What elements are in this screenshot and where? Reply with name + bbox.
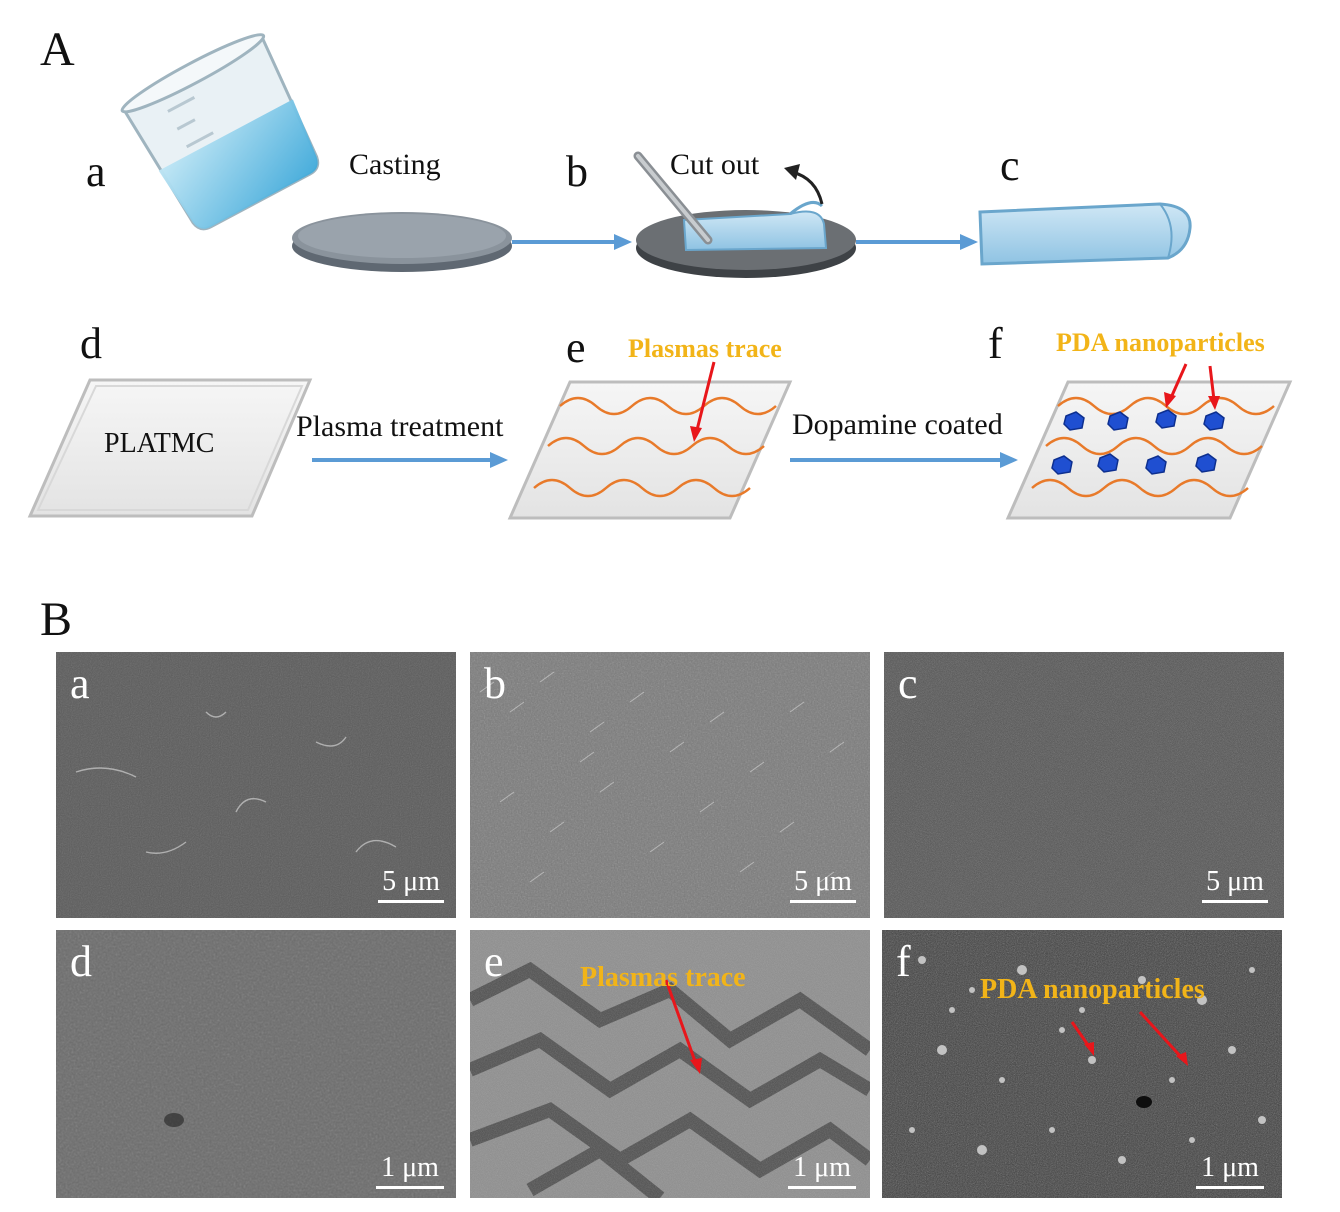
scale-bar-e: 1 μm: [788, 1152, 856, 1189]
arrow-icon: [312, 452, 508, 468]
sem-pda-nanoparticles-label: PDA nanoparticles: [980, 974, 1205, 1005]
scale-bar-f: 1 μm: [1196, 1152, 1264, 1189]
cut-out-label: Cut out: [670, 148, 760, 181]
sem-image-a: a 5 μm: [56, 652, 456, 918]
sem-letter-b: b: [484, 659, 506, 708]
sem-image-c: c 5 μm: [884, 652, 1284, 918]
step-b-label: b: [566, 147, 588, 196]
arrow-icon: [512, 234, 632, 250]
step-a-label: a: [86, 147, 106, 196]
film-strip-icon: [978, 202, 1192, 266]
curved-arrow-icon: [784, 164, 824, 205]
sem-letter-f: f: [896, 937, 911, 986]
sem-letter-a: a: [70, 659, 90, 708]
scale-bar-c: 5 μm: [1202, 866, 1268, 903]
arrow-icon: [790, 452, 1018, 468]
sem-image-e: e Plasmas trace 1 μm: [470, 930, 870, 1198]
dopamine-coated-label: Dopamine coated: [792, 408, 1003, 441]
casting-plate-icon: [292, 212, 512, 272]
step-d-label: d: [80, 319, 102, 368]
sem-texture: [882, 930, 1282, 1198]
sem-image-b: b 5 μm: [470, 652, 870, 918]
sem-texture: [884, 652, 1284, 918]
platmc-label: PLATMC: [104, 428, 215, 459]
plasma-treatment-label: Plasma treatment: [296, 410, 504, 443]
beaker-icon: [120, 33, 320, 231]
step-c-label: c: [1000, 141, 1020, 190]
panel-b-label: B: [40, 593, 73, 646]
scale-bar-d: 1 μm: [376, 1152, 444, 1189]
sem-letter-d: d: [70, 937, 92, 986]
panel-a-bottom-graphic: [27, 361, 1293, 520]
plasma-slab-icon: [507, 361, 793, 520]
panel-a-label: A: [40, 23, 75, 76]
sem-letter-c: c: [898, 659, 918, 708]
panel-a-top-graphic: [120, 33, 1192, 278]
platmc-slab-icon: [27, 378, 313, 518]
sem-texture: [470, 652, 870, 918]
sem-image-d: d 1 μm: [56, 930, 456, 1198]
scale-bar-a: 5 μm: [378, 866, 444, 903]
arrow-icon: [856, 234, 978, 250]
scale-bar-b: 5 μm: [790, 866, 856, 903]
sem-letter-e: e: [484, 937, 504, 986]
cut-plate-icon: [636, 200, 856, 278]
sem-texture: [470, 930, 870, 1198]
pda-slab-icon: [1005, 363, 1293, 520]
step-e-label: e: [566, 323, 586, 372]
sem-texture: [56, 930, 456, 1198]
sem-image-f: f PDA nanoparticles 1 μm: [882, 930, 1282, 1198]
scalpel-icon: [633, 151, 713, 245]
sem-plasmas-trace-label: Plasmas trace: [580, 962, 746, 993]
sem-texture: [56, 652, 456, 918]
casting-label: Casting: [349, 148, 441, 181]
plasmas-trace-label: Plasmas trace: [628, 334, 782, 363]
step-f-label: f: [988, 319, 1003, 368]
pda-nanoparticles-label: PDA nanoparticles: [1056, 328, 1265, 357]
